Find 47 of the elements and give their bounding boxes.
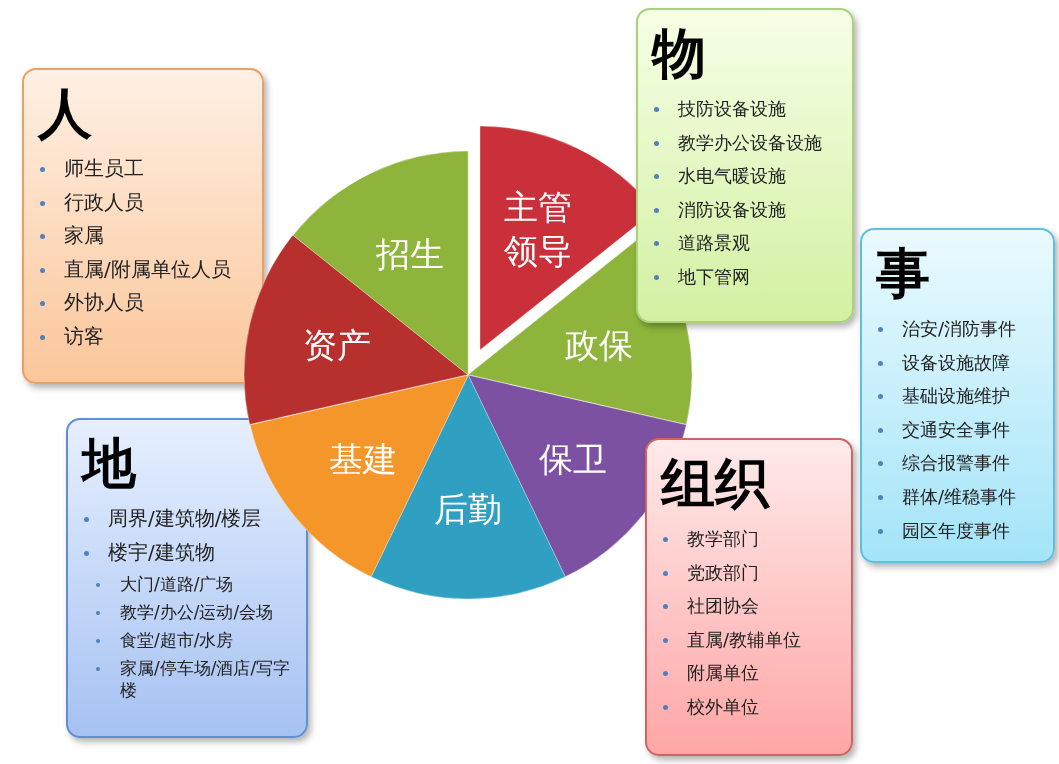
list-item: 附属单位 [657,660,841,686]
category-card [636,8,854,323]
list-item: 技防设备设施 [648,96,842,121]
list-item: 消防设备设施 [648,196,842,222]
list-item: 党政部门 [657,559,841,585]
list-item: 综合报警事件 [872,450,1043,476]
list-item: 社团协会 [657,593,841,619]
list-item: 教学办公设备设施 [648,129,842,155]
slice-label: 主管领导 [503,185,574,273]
list-item: 直属/教辅单位 [657,626,841,652]
list-item: 地下管网 [648,263,842,289]
slice-label: 后勤 [434,488,502,532]
list-item: 大门/道路/广场 [90,573,296,596]
category-card [22,68,264,384]
list-item: 治安/消防事件 [872,316,1043,341]
category-card [860,228,1055,563]
list-item: 园区年度事件 [872,517,1043,543]
slice-label: 保卫 [539,437,608,481]
list-item: 基础设施维护 [872,383,1043,409]
card-heading: 事 [876,242,930,306]
list-item: 家属 [34,223,252,249]
list-item: 直属/附属单位人员 [34,256,252,282]
list-item: 师生员工 [34,156,252,181]
slice-label: 资产 [302,324,371,368]
card-heading: 物 [652,22,706,86]
list-item: 家属/停车场/酒店/写字楼 [90,657,296,702]
slice-label: 政保 [565,324,633,368]
list-item: 水电气暖设施 [648,163,842,189]
list-item: 教学部门 [657,526,841,551]
list-item: 群体/维稳事件 [872,483,1043,509]
slice-label: 招生 [375,232,444,276]
list-item: 校外单位 [657,693,841,719]
list-item: 教学/办公/运动/会场 [90,601,296,624]
card-heading: 人 [38,82,92,146]
list-item: 外协人员 [34,290,252,316]
list-item: 行政人员 [34,189,252,215]
slice-label: 基建 [328,437,397,481]
list-item: 交通安全事件 [872,416,1043,442]
card-heading: 地 [82,432,136,496]
card-heading: 组织 [661,452,769,516]
list-item: 道路景观 [648,230,842,256]
list-item: 楼宇/建筑物 [78,539,296,565]
list-item: 设备设施故障 [872,349,1043,375]
list-item: 食堂/超市/水房 [90,629,296,652]
category-card [66,418,308,738]
category-card [645,438,853,756]
list-item: 周界/建筑物/楼层 [78,506,296,531]
